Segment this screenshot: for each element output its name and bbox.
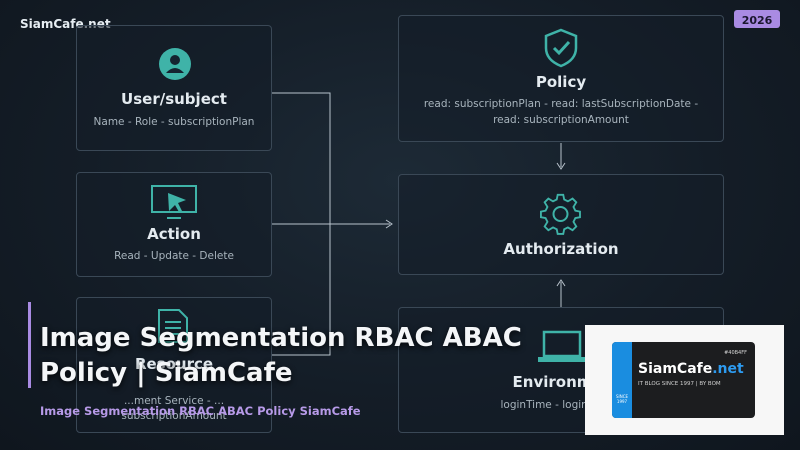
action-subtitle: Read - Update - Delete <box>114 250 234 262</box>
page-headline: Image Segmentation RBAC ABAC Policy | Si… <box>40 323 522 388</box>
year-badge: 2026 <box>734 10 780 28</box>
user-icon <box>159 48 191 80</box>
policy-subtitle: read: subscriptionPlan - read: lastSubsc… <box>423 98 699 110</box>
logo-name: SiamCafe.net <box>638 361 744 377</box>
authorization-box: Authorization <box>398 174 724 275</box>
resource-subtitle: ...ment Service - ... <box>123 395 225 407</box>
siamcafe-logo-card[interactable]: #40B4FF SiamCafe.net IT BLOG SINCE 1997 … <box>585 325 784 435</box>
action-title: Action <box>147 225 201 243</box>
user-subject-box: User/subject Name - Role - subscriptionP… <box>76 25 272 151</box>
policy-subtitle-2: read: subscriptionAmount <box>493 114 629 126</box>
logo-since: SINCE 1997 <box>615 394 629 404</box>
policy-title: Policy <box>535 73 587 91</box>
resource-title: Resource <box>134 355 214 373</box>
policy-box: Policy read: subscriptionPlan - read: la… <box>398 15 724 142</box>
authorization-title: Authorization <box>503 240 619 258</box>
logo-badge: #40B4FF SiamCafe.net IT BLOG SINCE 1997 … <box>612 342 755 418</box>
user-subject-subtitle: Name - Role - subscriptionPlan <box>93 116 255 128</box>
page-subheadline: Image Segmentation RBAC ABAC Policy Siam… <box>40 404 361 418</box>
logo-color-tag: #40B4FF <box>724 350 747 356</box>
resource-box: Resource ...ment Service - ... subscript… <box>76 297 272 433</box>
shield-check-icon <box>544 28 578 68</box>
logo-name-main: SiamCafe <box>638 361 713 377</box>
logo-stripe <box>612 342 632 418</box>
document-icon <box>158 309 188 343</box>
logo-name-accent: .net <box>712 361 744 377</box>
headline-accent-bar <box>28 302 31 388</box>
laptop-icon <box>538 330 586 362</box>
cursor-icon <box>151 185 197 219</box>
user-subject-title: User/subject <box>121 90 227 108</box>
resource-subtitle-2: subscriptionAmount <box>121 410 227 422</box>
action-box: Action Read - Update - Delete <box>76 172 272 277</box>
gear-icon <box>540 193 581 235</box>
logo-tagline: IT BLOG SINCE 1997 | BY BOM <box>638 381 721 387</box>
